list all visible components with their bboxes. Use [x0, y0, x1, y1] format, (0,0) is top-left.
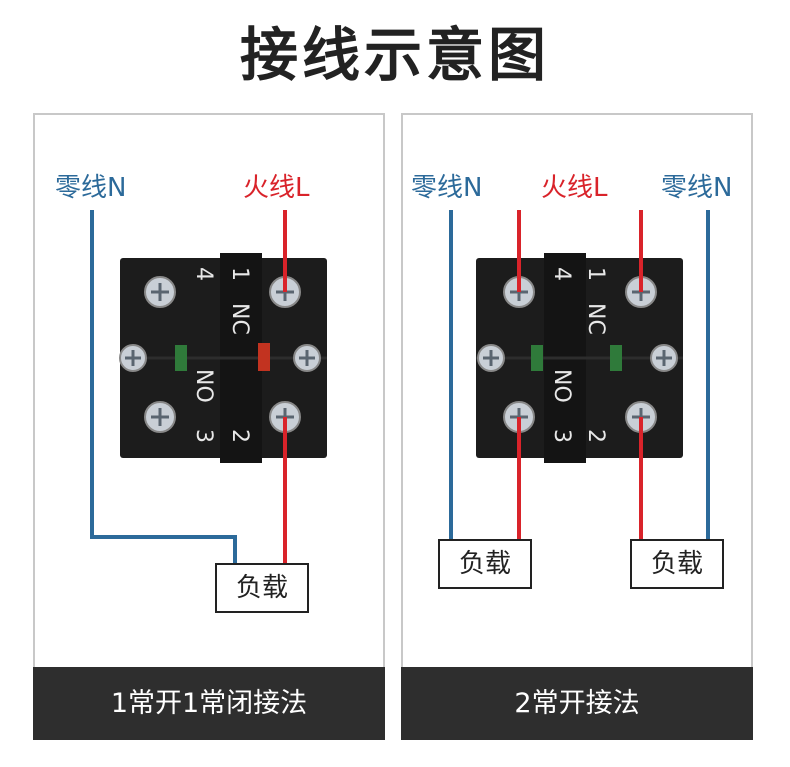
screw-mount-left [119, 344, 147, 372]
terminal-label-1: 1 [583, 267, 608, 281]
load-box-right: 负载 [630, 539, 724, 589]
screw-terminal-3 [144, 401, 176, 433]
terminal-label-4: 4 [549, 267, 574, 281]
screw-mount-right [650, 344, 678, 372]
live-label: 火线L [243, 173, 310, 203]
right-wiring-svg: 4 1 NC NO 3 2 [449, 210, 710, 539]
terminal-label-no: NO [191, 369, 216, 403]
load-box-left: 负载 [438, 539, 532, 589]
terminal-label-3: 3 [549, 429, 574, 443]
caption: 1常开1常闭接法 [33, 667, 385, 740]
switch-block: 4 1 NC NO 3 2 [119, 253, 327, 463]
screw-mount-left [477, 344, 505, 372]
neutral-label-left: 零线N [411, 173, 483, 203]
terminal-label-4: 4 [191, 267, 216, 281]
switch-block: 4 1 NC NO 3 2 [476, 253, 683, 463]
terminal-label-2: 2 [227, 429, 252, 443]
page-title: 接线示意图 [239, 21, 550, 89]
load-box: 负载 [215, 563, 309, 613]
neutral-label-right: 零线N [661, 173, 733, 203]
terminal-label-no: NO [549, 369, 574, 403]
screw-terminal-4 [144, 276, 176, 308]
live-label: 火线L [541, 173, 608, 203]
left-wiring-svg: 4 1 NC NO 3 2 [90, 210, 327, 563]
screw-mount-right [293, 344, 321, 372]
terminal-label-1: 1 [227, 267, 252, 281]
neutral-label: 零线N [55, 173, 127, 203]
terminal-label-nc: NC [583, 303, 608, 335]
terminal-label-3: 3 [191, 429, 216, 443]
terminal-label-2: 2 [583, 429, 608, 443]
neutral-wire [90, 210, 237, 563]
caption: 2常开接法 [401, 667, 753, 740]
panel-two-no-wiring: 4 1 NC NO 3 2 零线N 火线L 零线N 负载 负载 2常开接法 [401, 113, 753, 740]
panel-nc-no-wiring: 4 1 NC NO 3 2 零线N 火线L 负载 1常开1常闭接法 [33, 113, 385, 740]
terminal-label-nc: NC [227, 303, 252, 335]
